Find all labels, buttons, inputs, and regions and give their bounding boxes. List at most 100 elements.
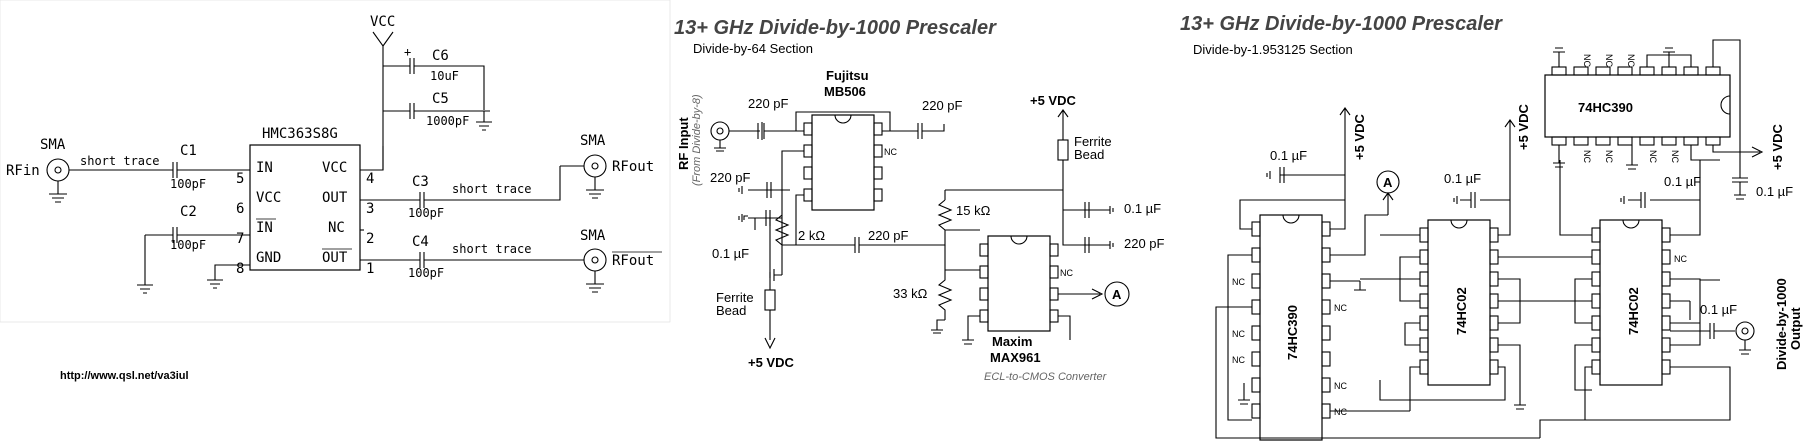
pin-out-bar: OUT [322,250,348,266]
ic-74hc02-a-pins [1419,227,1499,375]
c3-capacitor [419,192,425,208]
left-ic-nc-2: NC [1232,329,1245,339]
output-line1: Divide-by-1000 [1774,278,1789,370]
output-cap [1670,323,1735,339]
output-connector [1735,321,1755,355]
c6-value: 10uF [430,69,459,83]
mb506-out-wire [882,124,945,132]
left-ic-misc [1238,281,1366,405]
vdc-bot-arrow [764,337,776,350]
vcc-label: VCC [370,14,395,30]
rfout-label: RFout [612,159,654,175]
ferrite-b-line1: Ferrite [1074,134,1112,149]
url-label: http://www.qsl.net/va3iul [60,370,189,382]
c1-name: C1 [180,143,197,159]
c220-c-cap [748,182,790,198]
ic-74hc02-a [1427,219,1491,386]
left-ic-nc-4: NC [1334,303,1347,313]
top-ic-vcc-cap [1713,151,1760,200]
c4-capacitor [419,252,425,268]
sma-label-2: SMA [580,133,606,149]
from-divide-label: (From Divide-by-8) [691,94,703,186]
short-trace-label-2: short trace [452,182,531,196]
pin-vcc-right: VCC [322,160,347,176]
left-ic-nc-6: NC [1334,407,1347,417]
left-panel: VCC + C6 10uF C5 1000pF HMC363S8G IN VCC… [0,0,671,382]
sma-rfout-connector [560,154,607,199]
r15k-resistor [937,199,953,231]
sma-label-1: SMA [40,137,66,153]
c2-capacitor [172,227,178,243]
pin-in: IN [256,160,273,176]
left-ic-nc-5: NC [1334,381,1347,391]
c1-value: 100pF [170,177,206,191]
rfin-label: RFin [6,163,40,179]
ic02b-nc: NC [1674,254,1687,264]
ferrite-b-line2: Bead [1074,147,1104,162]
middle-title: 13+ GHz Divide-by-1000 Prescaler [674,17,997,39]
c01-out-label: 0.1 µF [1700,302,1737,317]
ic-74hc390-left-notch [1282,214,1300,224]
top-ic-bottom-grounds [1553,145,1638,170]
ic02a-bottom-ground [1514,390,1526,410]
c2-value: 100pF [170,238,206,252]
c3-value: 100pF [408,206,444,220]
bot-nc-1: NC [1582,150,1592,163]
c01-right-top-label: 0.1 µF [1756,184,1793,199]
c220-d-wire [782,229,980,246]
c220-d-cap [854,237,860,253]
mb506-label: MB506 [824,84,866,99]
ic02a-vcc [1460,119,1516,236]
r33k-wiring [931,269,980,334]
vdc-bot-label: +5 VDC [748,355,794,370]
left-ic-vcc-wire [1239,107,1351,230]
pin-7: 7 [236,231,244,247]
rf-input-connector [710,121,730,152]
ic02b-ground [1620,196,1625,204]
bot-nc-2: NC [1604,150,1614,163]
pin-out: OUT [322,190,348,206]
c4-value: 100pF [408,266,444,280]
top-nc-2: NC [1604,54,1614,67]
right-subtitle: Divide-by-1.953125 Section [1193,42,1353,57]
sma-rfoutb-connector [560,248,607,293]
ic-74hc02-a-notch [1450,219,1468,229]
left-ic-nc-3: NC [1232,355,1245,365]
vcc-pin-wire [360,146,384,171]
c220-b-label: 220 pF [922,98,963,113]
c01-b-label: 0.1 µF [1124,201,1161,216]
pin-4: 4 [366,171,374,187]
ic02b-vcc [1628,160,1701,236]
middle-panel: 13+ GHz Divide-by-1000 Prescaler Divide-… [674,17,1165,383]
c220-input-cap [757,123,765,139]
c01-a-label: 0.1 µF [712,246,749,261]
mb506-chip [811,114,875,211]
r33k-label: 33 kΩ [893,286,928,301]
c220-a-label: 220 pF [748,96,789,111]
c2-name: C2 [180,204,197,220]
node-a-wire [1330,192,1394,256]
c4-name: C4 [412,234,429,250]
pin-nc: NC [328,220,345,236]
top-ic-grounds [1553,47,1675,67]
bot-nc-4: NC [1670,150,1680,163]
left-decouple-cap [1279,167,1345,183]
r33k-resistor [937,245,953,320]
rf-input-wire [729,122,804,140]
ic-74hc390-left-label: 74HC390 [1285,305,1300,360]
ic02b-wiring [1539,160,1731,438]
misc-bias [750,217,782,281]
c01-a-wire [743,215,782,220]
right-panel: 13+ GHz Divide-by-1000 Prescaler Divide-… [1180,13,1803,441]
node-a-mid: A [1112,287,1122,302]
max961-notch [1010,235,1028,245]
vdc-mid-label: +5 VDC [1516,104,1531,150]
pin-2: 2 [366,231,374,247]
sma-label-3: SMA [580,228,606,244]
inb-wire [144,234,250,285]
short-trace-label-1: short trace [80,154,159,168]
max961-ground [962,315,980,345]
pin-3: 3 [366,201,374,217]
